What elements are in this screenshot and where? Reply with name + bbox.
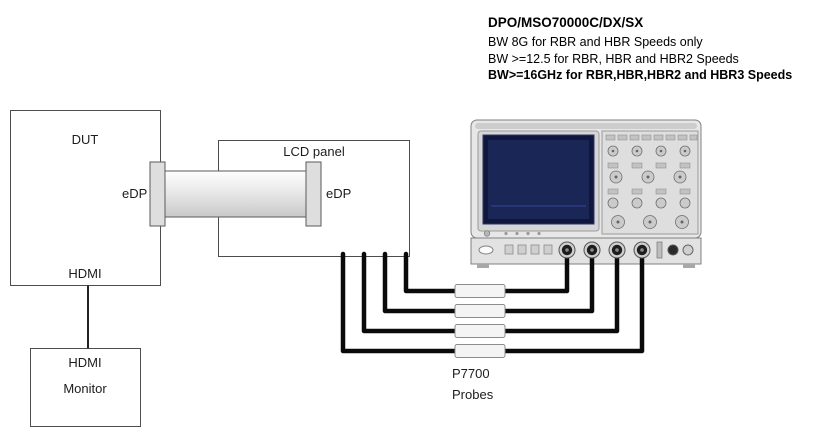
oscilloscope-image — [470, 119, 702, 268]
bw-note-3: BW>=16GHz for RBR,HBR,HBR2 and HBR3 Spee… — [488, 68, 793, 82]
edp-ribbon-cable — [149, 161, 322, 227]
monitor-label: Monitor — [63, 381, 107, 396]
dut-hdmi-label: HDMI — [68, 266, 102, 281]
lcd-edp-label: eDP — [326, 186, 352, 201]
hdmi-monitor-box — [30, 348, 141, 427]
monitor-hdmi-label: HDMI — [68, 355, 102, 370]
dut-label: DUT — [71, 132, 99, 147]
scope-info-block: DPO/MSO70000C/DX/SX BW 8G for RBR and HB… — [488, 15, 792, 84]
dut-box — [10, 110, 161, 286]
bw-note-1: BW 8G for RBR and HBR Speeds only — [488, 35, 703, 49]
scope-input-connectors — [558, 241, 651, 259]
lcd-panel-label: LCD panel — [283, 144, 345, 159]
dut-edp-label: eDP — [122, 186, 148, 201]
scope-model-title: DPO/MSO70000C/DX/SX — [488, 15, 644, 30]
probes-label: Probes — [452, 387, 494, 402]
bw-note-2: BW >=12.5 for RBR, HBR and HBR2 Speeds — [488, 51, 739, 66]
probe-model-label: P7700 — [452, 366, 490, 381]
probe-bodies — [454, 284, 506, 358]
